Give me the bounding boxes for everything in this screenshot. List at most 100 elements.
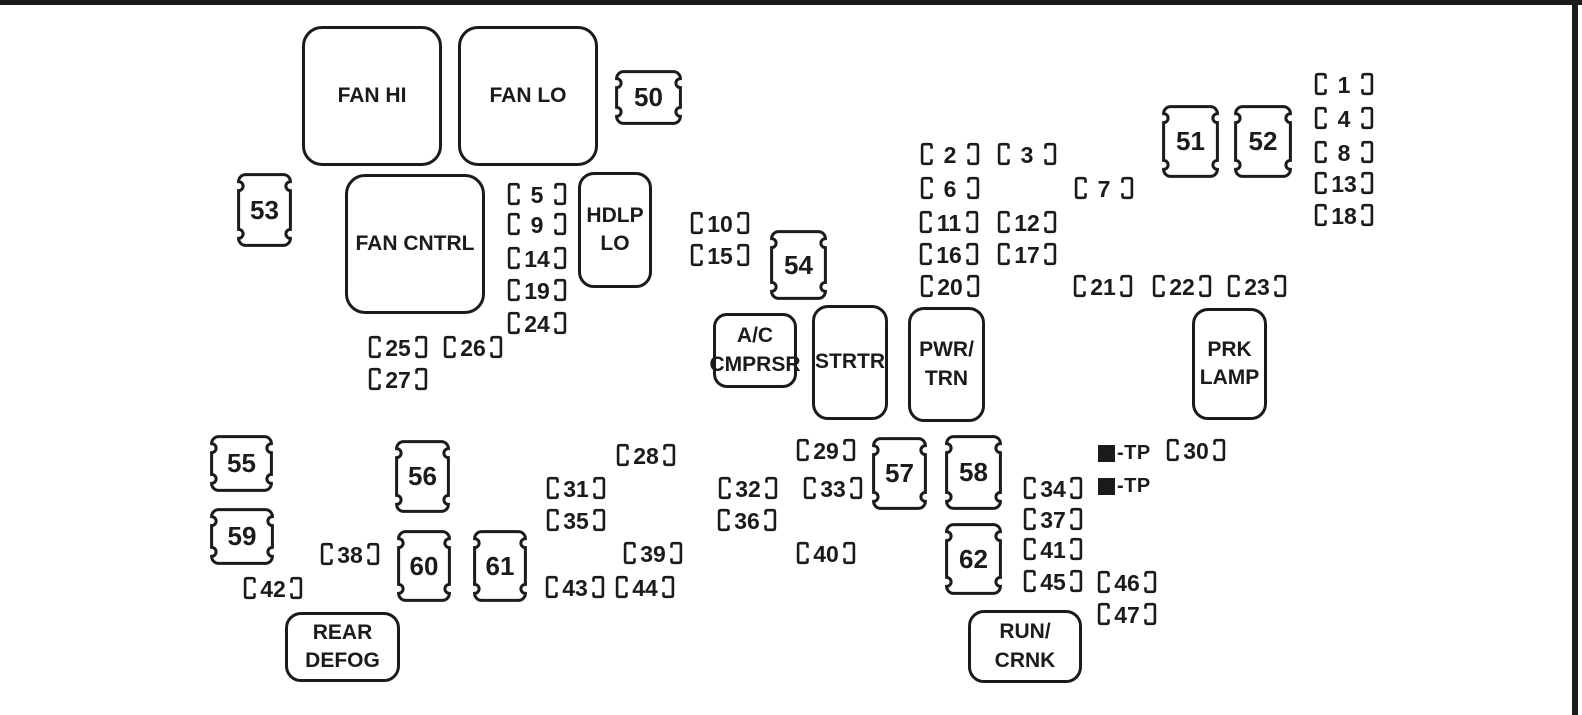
fuse-number: 24 — [524, 311, 550, 335]
fuse-32: 32 — [718, 476, 778, 500]
fuse-33: 33 — [803, 476, 863, 500]
fuse-number: 43 — [562, 575, 588, 599]
component-label-fan-lo: FAN LO — [489, 83, 567, 107]
fuse-13: 13 — [1314, 171, 1374, 195]
fuse-10: 10 — [690, 211, 750, 235]
fuse-number: 40 — [813, 541, 839, 565]
relay-58: 58 — [945, 435, 1002, 510]
fuse-number: 17 — [1014, 242, 1040, 266]
relay-54: 54 — [770, 230, 827, 300]
fuse-15: 15 — [690, 243, 750, 267]
fuse-1: 1 — [1314, 72, 1374, 96]
relay-62: 62 — [945, 523, 1002, 595]
fuse-number: 29 — [813, 438, 839, 462]
fuse-number: 26 — [460, 335, 486, 359]
fuse-5: 5 — [507, 182, 567, 206]
component-box-fan-lo: FAN LO — [458, 26, 598, 166]
fuse-19: 19 — [507, 278, 567, 302]
fuse-3: 3 — [997, 142, 1057, 166]
relay-number: 62 — [959, 543, 988, 574]
relay-55: 55 — [210, 435, 273, 492]
relay-51: 51 — [1162, 105, 1219, 178]
fuse-number: 10 — [707, 211, 733, 235]
relay-outline-icon — [872, 437, 927, 510]
relay-outline-icon — [210, 508, 274, 565]
fuse-number: 2 — [944, 142, 957, 166]
fuse-number: 1 — [1338, 72, 1351, 96]
fuse-25: 25 — [368, 335, 428, 359]
fuse-number: 45 — [1040, 569, 1066, 593]
relay-number: 50 — [634, 82, 663, 112]
fuse-18: 18 — [1314, 203, 1374, 227]
fuse-17: 17 — [997, 242, 1057, 266]
fuse-number: 35 — [563, 508, 589, 532]
relay-outline-icon — [397, 530, 451, 602]
fuse-number: 21 — [1090, 274, 1116, 298]
component-label-run-crnk: RUN/ CRNK — [994, 620, 1056, 672]
component-label-ac-cmprsr: A/C CMPRSR — [709, 324, 801, 376]
fuse-30: 30 — [1166, 438, 1226, 462]
relay-outline-icon — [770, 230, 827, 300]
fuse-number: 33 — [820, 476, 846, 500]
fuse-number: 27 — [385, 367, 411, 391]
fuse-number: 23 — [1244, 274, 1270, 298]
fuse-number: 38 — [337, 542, 363, 566]
relay-outline-icon — [473, 530, 527, 602]
fuse-42: 42 — [243, 576, 303, 600]
fuse-number: 37 — [1040, 507, 1066, 531]
fuse-2: 2 — [920, 142, 980, 166]
fuse-8: 8 — [1314, 140, 1374, 164]
fuse-36: 36 — [717, 508, 777, 532]
relay-number: 61 — [485, 550, 515, 581]
fuse-11: 11 — [919, 210, 979, 234]
frame-right-border — [1572, 0, 1578, 715]
fuse-number: 42 — [260, 576, 286, 600]
relay-outline-icon — [945, 523, 1002, 595]
relay-53: 53 — [237, 173, 292, 247]
fuse-number: 20 — [937, 274, 963, 298]
component-label-fan-hi: FAN HI — [337, 83, 407, 107]
fuse-number: 18 — [1331, 203, 1357, 227]
fuse-number: 32 — [735, 476, 761, 500]
relay-60: 60 — [397, 530, 451, 602]
component-box-strtr: STRTR — [812, 305, 888, 420]
fuse-number: 11 — [937, 210, 962, 234]
fuse-number: 16 — [936, 242, 962, 266]
fuse-43: 43 — [545, 575, 605, 599]
fuse-number: 12 — [1014, 210, 1040, 234]
fuse-number: 22 — [1169, 274, 1195, 298]
fuse-number: 19 — [524, 278, 550, 302]
frame-top-border — [0, 0, 1582, 5]
relay-number: 57 — [885, 458, 914, 488]
component-label-rear-defog: REAR DEFOG — [305, 620, 380, 672]
relay-61: 61 — [473, 530, 527, 602]
fuse-number: 39 — [640, 541, 666, 565]
tp-square-icon — [1098, 444, 1115, 462]
fuse-40: 40 — [796, 541, 856, 565]
relay-number: 56 — [408, 461, 437, 491]
fuse-34: 34 — [1023, 476, 1083, 500]
relay-outline-icon — [210, 435, 273, 492]
fuse-number: 44 — [632, 575, 658, 599]
fuse-number: 9 — [531, 212, 544, 236]
relay-56: 56 — [395, 440, 450, 513]
relay-59: 59 — [210, 508, 274, 565]
fuse-number: 46 — [1114, 570, 1140, 594]
fuse-number: 36 — [734, 508, 760, 532]
relay-outline-icon — [1162, 105, 1219, 178]
relay-50: 50 — [615, 70, 682, 125]
relay-57: 57 — [872, 437, 927, 510]
fuse-number: 47 — [1114, 602, 1140, 626]
fuse-number: 3 — [1021, 142, 1034, 166]
fuse-number: 13 — [1331, 171, 1357, 195]
fuse-number: 34 — [1040, 476, 1066, 500]
tp-label: -TP — [1117, 474, 1151, 497]
fuse-39: 39 — [623, 541, 683, 565]
component-box-hdlp-lo: HDLP LO — [578, 172, 652, 288]
component-box-prk-lamp: PRK LAMP — [1192, 308, 1267, 420]
fuse-37: 37 — [1023, 507, 1083, 531]
fuse-12: 12 — [997, 210, 1057, 234]
fuse-number: 41 — [1040, 537, 1066, 561]
fuse-7: 7 — [1074, 176, 1134, 200]
fuse-38: 38 — [320, 542, 380, 566]
